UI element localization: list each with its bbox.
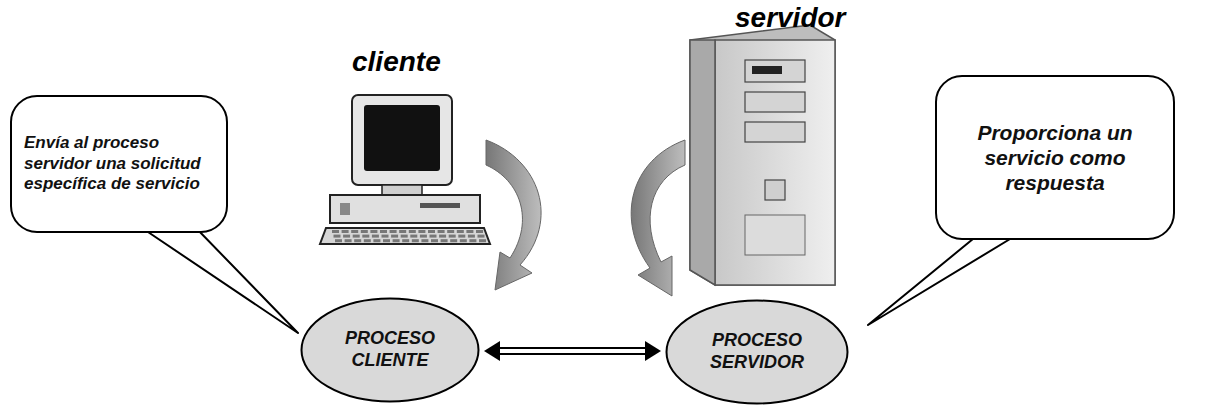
double-arrow: [484, 341, 661, 361]
curved-arrow: [631, 140, 685, 296]
bubble-tail: [868, 225, 1015, 325]
node-text: PROCESO CLIENTE: [324, 328, 456, 371]
device-label: cliente: [352, 46, 441, 78]
bubble-tail: [148, 228, 298, 333]
client-computer: [320, 95, 490, 244]
node-text: PROCESO SERVIDOR: [689, 330, 825, 373]
speech-bubble: Proporciona un servicio como respuesta: [935, 75, 1175, 240]
speech-bubble: Envía al proceso servidor una solicitud …: [10, 95, 228, 233]
process-ellipse: PROCESO SERVIDOR: [665, 299, 849, 405]
node-text: Envía al proceso servidor una solicitud …: [24, 133, 214, 194]
node-text: Proporciona un servicio como respuesta: [951, 120, 1159, 196]
device-label: servidor: [735, 2, 846, 34]
server-tower: [690, 25, 835, 285]
curved-arrow: [486, 140, 541, 290]
process-ellipse: PROCESO CLIENTE: [300, 297, 480, 403]
